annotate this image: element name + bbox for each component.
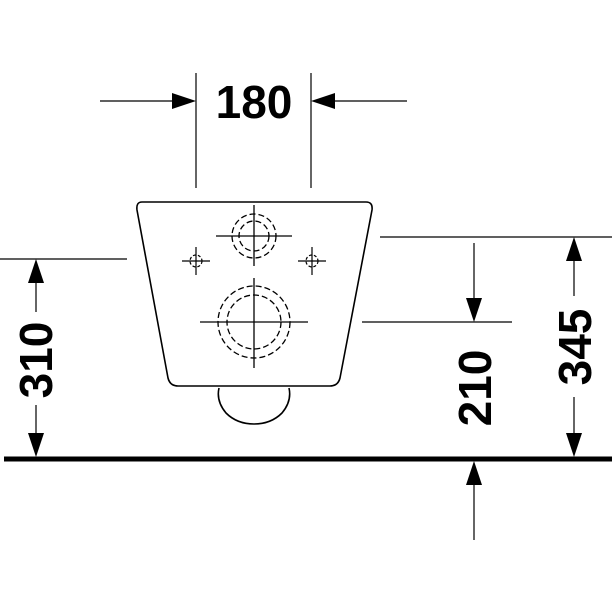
toilet-body [136,201,373,425]
waste-outlet [200,278,308,368]
outlet-height-label: 210 [449,350,501,427]
fixing-height-arrow-top [566,237,582,261]
fixing-point-left [182,247,210,275]
flush-inlet [216,205,292,266]
width-dimension: 180 [100,73,407,188]
rim-height-arrow-top [28,259,44,283]
outlet-height-arrow-bottom [466,461,482,485]
fixing-height-label: 345 [549,309,601,386]
rim-height-label: 310 [10,322,62,399]
width-arrow-left [172,93,196,109]
toilet-outline [136,201,373,387]
fixing-height-arrow-bottom [566,433,582,457]
fixing-height-dimension: 345 [380,236,612,457]
fixing-point-right [298,247,326,275]
outlet-height-dimension: 210 [362,243,512,540]
outlet-spigot [217,387,291,425]
rim-height-dimension: 310 [0,258,127,457]
rim-height-arrow-bottom [28,433,44,457]
width-arrow-right [311,93,335,109]
width-dimension-label: 180 [216,76,293,128]
outlet-height-arrow-top [466,298,482,322]
